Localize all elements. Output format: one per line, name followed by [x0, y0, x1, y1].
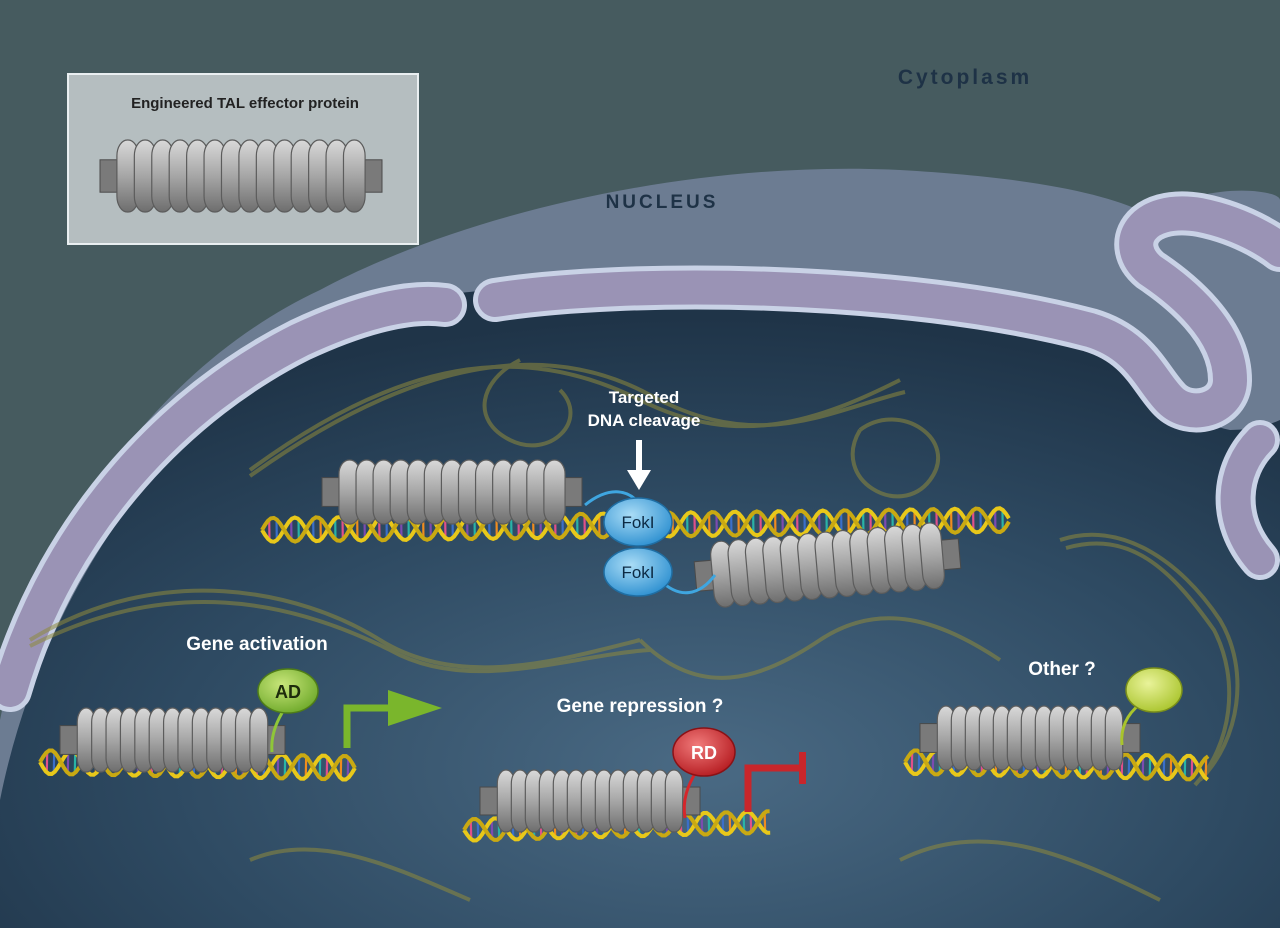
- foki-top: FokI: [603, 497, 673, 547]
- nuclear-membrane: [0, 191, 1280, 712]
- activation-arrow: [343, 690, 442, 748]
- cleavage-complex: FokI FokI Targeted DNA cleavage: [321, 388, 962, 608]
- cleavage-label-line1: Targeted: [609, 388, 680, 407]
- rd-domain: RD: [672, 727, 736, 777]
- cleavage-arrow: [627, 440, 651, 490]
- gene-activation-label: Gene activation: [186, 634, 328, 655]
- other-group: Other ?: [919, 659, 1183, 771]
- tal-protein-upper: [321, 459, 583, 525]
- tal-protein-other: [919, 705, 1141, 771]
- nucleus-label: NUCLEUS: [606, 192, 719, 213]
- other-domain: [1125, 667, 1183, 713]
- foki-bottom-label: FokI: [621, 563, 654, 582]
- rd-label: RD: [691, 743, 717, 763]
- background-dna: [28, 358, 1240, 902]
- other-label: Other ?: [1028, 659, 1096, 680]
- cleavage-label-line2: DNA cleavage: [588, 411, 701, 430]
- inset-title: Engineered TAL effector protein: [131, 95, 359, 112]
- inset-tal-protein: [99, 139, 383, 213]
- tal-protein-activation: [59, 707, 286, 773]
- tal-protein-lower: [693, 522, 962, 608]
- gene-repression-label: Gene repression ?: [557, 696, 724, 717]
- repression-bar: [744, 752, 806, 812]
- foki-bottom: FokI: [603, 547, 673, 597]
- foki-top-label: FokI: [621, 513, 654, 532]
- ad-label: AD: [275, 682, 301, 702]
- ad-domain: AD: [257, 668, 319, 714]
- cytoplasm-label: Cytoplasm: [898, 66, 1032, 89]
- tal-protein-repression: [479, 769, 701, 833]
- gene-activation-group: AD Gene activation: [59, 634, 442, 773]
- gene-repression-group: RD Gene repression ?: [479, 696, 806, 833]
- inset-box: Engineered TAL effector protein: [67, 73, 419, 245]
